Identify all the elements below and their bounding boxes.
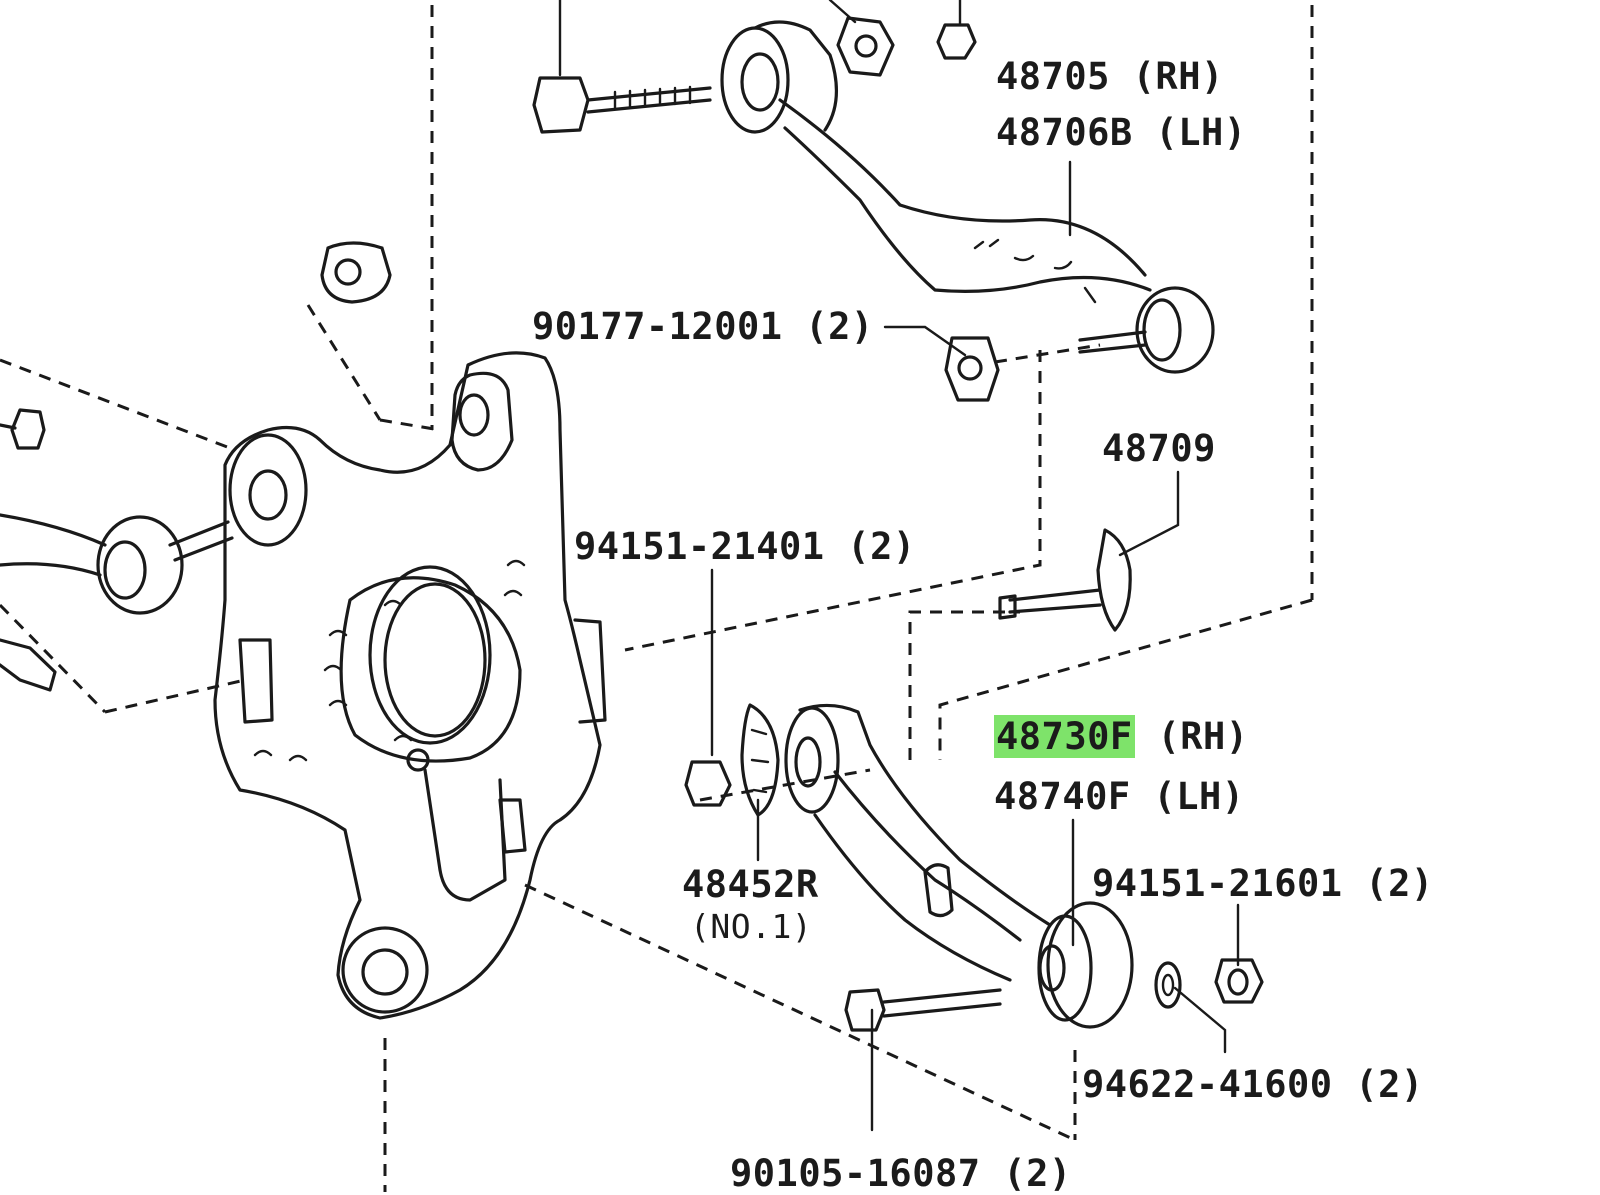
label-upper-arm-rh: 48705 (RH) xyxy=(996,55,1224,98)
bushing-48452R xyxy=(740,703,780,817)
lower-control-arm xyxy=(784,703,1134,1029)
label-bushing-note: (NO.1) xyxy=(690,907,813,946)
bolt-90105 xyxy=(844,988,1002,1032)
upper-control-arm xyxy=(720,20,1215,374)
washer-94622 xyxy=(1154,961,1182,1009)
upper-bolt-left xyxy=(532,76,712,134)
label-cam-plate: 48709 xyxy=(1102,427,1216,470)
nut-94151-21401 xyxy=(684,760,732,807)
label-lower-nut: 94151-21601 (2) xyxy=(1092,862,1434,905)
top-nuts xyxy=(836,16,977,77)
label-lower-arm-rh-side: (RH) xyxy=(1157,715,1249,758)
label-washer: 94622-41600 (2) xyxy=(1082,1063,1424,1106)
label-upper-arm-lh: 48706B (LH) xyxy=(996,111,1247,154)
nut-94151-21601 xyxy=(1214,958,1264,1004)
label-upper-bolt: 90177-12001 (2) xyxy=(532,305,874,348)
label-lower-arm-rh: 48730F (RH) xyxy=(994,715,1249,758)
label-knuckle-nut: 94151-21401 (2) xyxy=(574,525,916,568)
nut-90177 xyxy=(944,336,1000,402)
label-lower-bolt: 90105-16087 (2) xyxy=(730,1152,1072,1195)
knuckle-top-nut xyxy=(320,241,392,304)
assembly-lines xyxy=(0,5,1314,1192)
label-bushing-number: 48452R xyxy=(682,863,819,906)
highlighted-part-number: 48730F xyxy=(994,715,1135,758)
steering-knuckle xyxy=(213,351,607,1020)
cam-plate-48709 xyxy=(998,528,1132,632)
label-lower-arm-lh: 48740F (LH) xyxy=(994,775,1245,818)
left-side-bolts xyxy=(0,408,234,692)
